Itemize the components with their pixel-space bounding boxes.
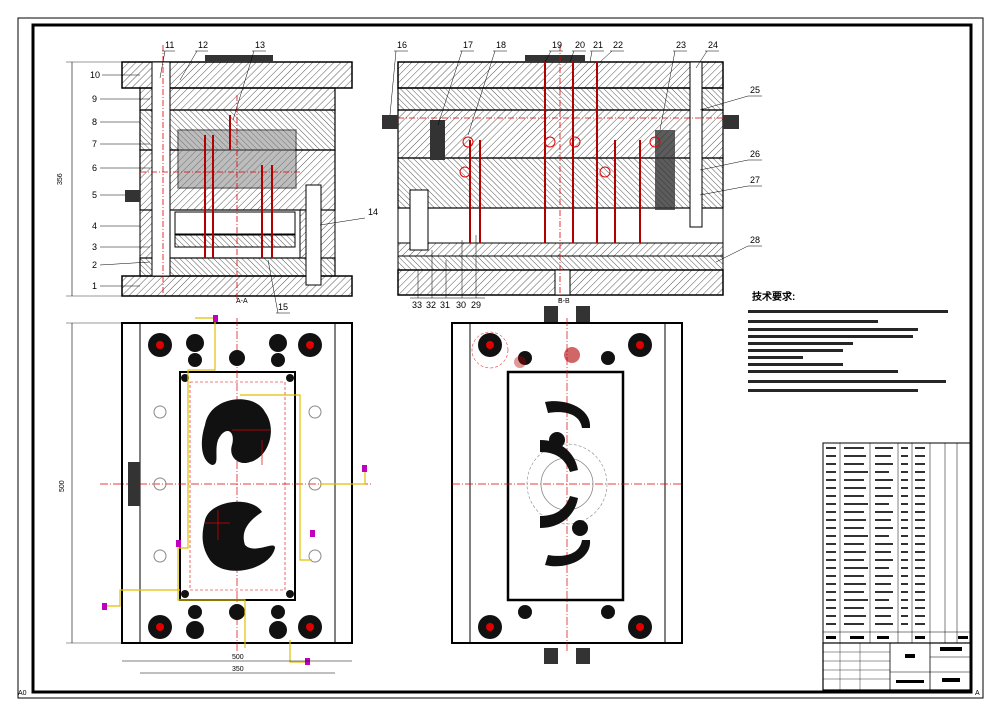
part-label-23: 23 <box>676 40 686 50</box>
part-label-27: 27 <box>750 175 760 185</box>
part-label-4: 4 <box>92 221 97 231</box>
part-label-30: 30 <box>456 300 466 310</box>
part-label-19: 19 <box>552 40 562 50</box>
part-label-10: 10 <box>90 70 100 80</box>
inner-frame <box>31 23 973 694</box>
part-label-9: 9 <box>92 94 97 104</box>
part-label-7: 7 <box>92 139 97 149</box>
right-section-view <box>382 45 739 300</box>
part-label-3: 3 <box>92 242 97 252</box>
part-label-12: 12 <box>198 40 208 50</box>
right-plan-view <box>451 306 683 664</box>
part-label-28: 28 <box>750 235 760 245</box>
part-label-31: 31 <box>440 300 450 310</box>
part-label-32: 32 <box>426 300 436 310</box>
corner-label-left: A0 <box>18 690 27 697</box>
part-label-1: 1 <box>92 281 97 291</box>
part-label-16: 16 <box>397 40 407 50</box>
mid-part-labels: 14 15 <box>267 207 378 314</box>
left-height-dimension: 3 5 6 <box>57 61 122 297</box>
dim-height-left: 356 <box>57 173 64 185</box>
dim-width-inner: 350 <box>232 666 244 673</box>
part-label-15: 15 <box>278 302 288 312</box>
title-block <box>822 642 972 691</box>
part-label-24: 24 <box>708 40 718 50</box>
part-label-20: 20 <box>575 40 585 50</box>
part-label-18: 18 <box>496 40 506 50</box>
part-label-21: 21 <box>593 40 603 50</box>
parts-list-table <box>822 442 972 644</box>
dim-height-plan: 500 <box>59 480 66 492</box>
left-part-labels: 1 2 3 4 5 6 7 8 9 10 <box>90 70 151 291</box>
part-label-17: 17 <box>463 40 473 50</box>
right-part-labels: 25 26 27 28 <box>699 85 762 263</box>
plan-dimensions: 500 500 350 <box>59 322 352 674</box>
left-section-view <box>121 45 353 300</box>
technical-requirements: 技术要求: <box>748 290 948 392</box>
part-label-33: 33 <box>412 300 422 310</box>
section-mark-a: A-A <box>236 298 248 305</box>
part-label-2: 2 <box>92 260 97 270</box>
part-label-8: 8 <box>92 117 97 127</box>
part-label-29: 29 <box>471 300 481 310</box>
part-label-22: 22 <box>613 40 623 50</box>
left-plan-view <box>100 315 372 665</box>
part-label-14: 14 <box>368 207 378 217</box>
bottom-right-part-labels: 33 32 31 30 29 <box>410 235 485 310</box>
part-label-5: 5 <box>92 190 97 200</box>
tech-title: 技术要求: <box>752 290 795 303</box>
part-label-26: 26 <box>750 149 760 159</box>
part-label-25: 25 <box>750 85 760 95</box>
part-label-13: 13 <box>255 40 265 50</box>
dim-width-outer: 500 <box>232 654 244 661</box>
top-left-part-labels: 11 12 13 <box>159 40 266 121</box>
section-mark-b: B-B <box>558 298 570 305</box>
part-label-11: 11 <box>165 40 174 50</box>
outer-frame <box>17 17 984 699</box>
corner-label-right: A <box>975 690 980 697</box>
top-right-part-labels: 16 17 18 19 20 21 22 23 24 <box>389 40 719 136</box>
part-label-6: 6 <box>92 163 97 173</box>
